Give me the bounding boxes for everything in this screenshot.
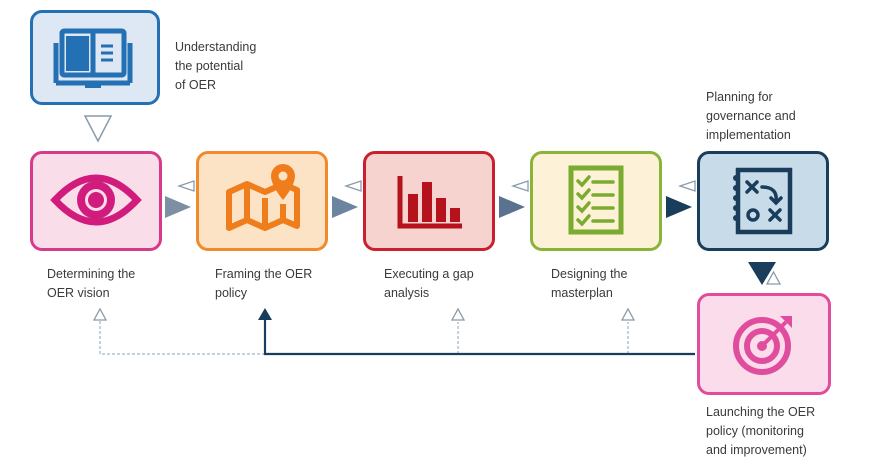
feedback-solid-line [263, 318, 695, 356]
open-book-icon [53, 28, 133, 88]
arrow-down-governance [748, 262, 776, 285]
arrow-right-3 [499, 196, 525, 218]
arrow-small-3 [510, 180, 529, 192]
map-pin-icon [226, 164, 300, 231]
feedback-arrow-vision [92, 307, 108, 321]
arrow-small-4 [677, 180, 696, 192]
label-governance: Planning for governance and implementati… [706, 90, 796, 142]
arrow-right-4 [666, 196, 692, 218]
arrow-small-1 [176, 180, 195, 192]
arrow-right-2 [332, 196, 358, 218]
label-masterplan: Designing the masterplan [551, 267, 628, 300]
step-gap-box [363, 151, 495, 251]
label-vision: Determining the OER vision [47, 267, 136, 300]
label-understanding: Understanding the potential of OER [175, 40, 257, 92]
step-framing-box [196, 151, 328, 251]
arrow-down-understanding [83, 115, 113, 143]
target-icon [733, 316, 792, 375]
arrow-small-up-governance [765, 270, 782, 285]
label-gap: Executing a gap analysis [384, 267, 474, 300]
eye-icon [50, 174, 142, 226]
arrow-small-2 [343, 180, 362, 192]
label-launching: Launching the OER policy (monitoring and… [706, 405, 816, 457]
step-masterplan-box [530, 151, 662, 251]
step-governance-box [697, 151, 829, 251]
feedback-arrow-masterplan [620, 307, 636, 321]
arrow-right-1 [165, 196, 191, 218]
step-understanding-box [30, 10, 160, 105]
checklist-icon [568, 165, 624, 235]
strategy-board-icon [733, 167, 793, 235]
feedback-dotted-line [99, 320, 695, 355]
bar-chart-icon [397, 176, 462, 229]
feedback-solid-arrowhead [258, 308, 272, 320]
feedback-arrow-gap [450, 307, 466, 321]
step-vision-box [30, 151, 162, 251]
label-framing: Framing the OER policy [215, 267, 313, 300]
step-launching-box [697, 293, 831, 395]
